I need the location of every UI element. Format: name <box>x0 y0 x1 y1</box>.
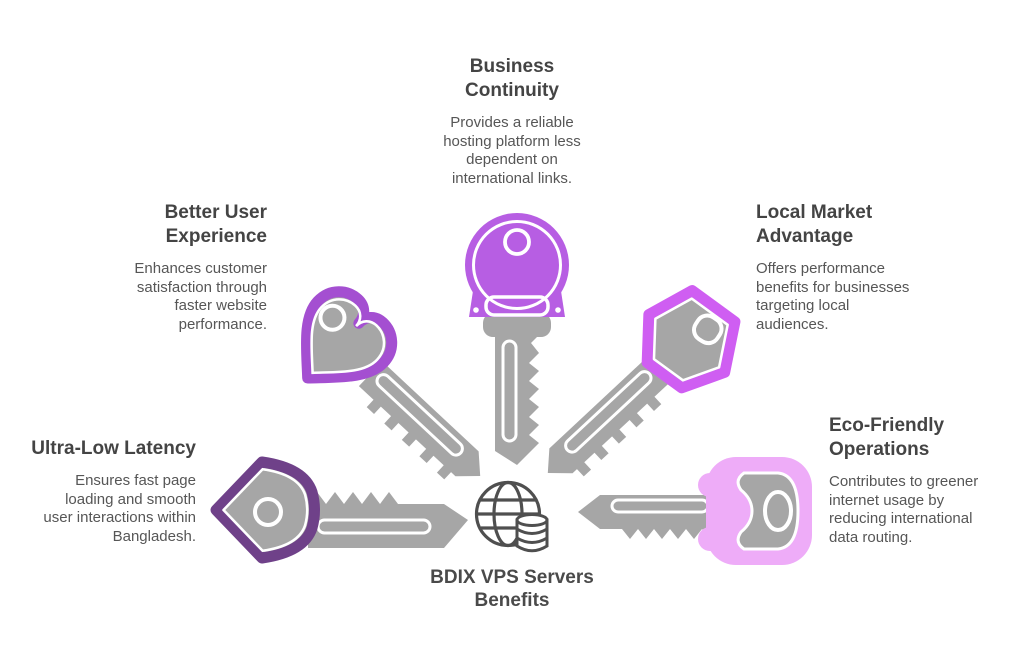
key-shaft-slot <box>564 370 653 454</box>
benefit-title: Business Continuity <box>465 56 559 101</box>
diamond-head-key-graphic <box>210 456 468 564</box>
key-icon-local-market-advantage <box>494 261 768 527</box>
globe-database-icon <box>472 477 556 564</box>
key-shaft-slot <box>501 339 518 443</box>
key-rivet <box>473 307 479 313</box>
benefit-eco-friendly-operations: Eco-Friendly Operations Contributes to g… <box>829 414 1024 547</box>
key-icon-eco-friendly-operations <box>546 455 816 569</box>
key-hole <box>253 497 283 527</box>
database-top <box>515 513 549 527</box>
key-head-inner-line <box>310 298 386 375</box>
key-head-ring <box>472 220 562 310</box>
benefit-description: Ensures fast page loading and smooth use… <box>43 472 196 545</box>
benefit-description: Provides a reliable hosting platform les… <box>443 114 581 187</box>
heart-head-key-graphic <box>300 286 481 480</box>
benefit-description: Offers performance benefits for business… <box>756 260 910 333</box>
key-head-inner-line <box>222 467 309 553</box>
key-icon-better-user-experience <box>260 264 534 530</box>
key-head-inner-line <box>652 297 729 382</box>
key-head <box>210 456 320 564</box>
benefit-title: Eco-Friendly Operations <box>829 415 945 460</box>
benefit-title: Ultra-Low Latency <box>31 438 196 459</box>
benefit-better-user-experience: Better User Experience Enhances customer… <box>77 201 267 334</box>
round-head-key-graphic <box>465 213 569 465</box>
key-shaft <box>578 495 716 539</box>
benefit-business-continuity: Business Continuity Provides a reliable … <box>412 55 612 188</box>
benefit-description: Contributes to greener internet usage by… <box>829 473 979 546</box>
key-hole <box>318 303 347 332</box>
benefit-title: Better User Experience <box>164 202 267 247</box>
database-rings <box>516 527 548 544</box>
benefit-description: Enhances customer satisfaction through f… <box>134 260 267 333</box>
key-hole <box>503 228 531 256</box>
benefit-local-market-advantage: Local Market Advantage Offers performanc… <box>756 201 956 334</box>
database-body <box>515 518 549 553</box>
benefit-ultra-low-latency: Ultra-Low Latency Ensures fast page load… <box>6 437 196 546</box>
key-shaft-slot <box>375 373 464 457</box>
key-rivet <box>555 307 561 313</box>
key-head <box>465 213 569 317</box>
rounded-square-head-key-graphic <box>578 457 812 565</box>
hexagon-head-key-graphic <box>547 285 741 477</box>
key-hole <box>692 313 724 346</box>
key-icon-business-continuity <box>459 213 575 469</box>
globe-database-graphic <box>474 480 549 553</box>
key-hole <box>763 490 793 532</box>
benefit-title: Local Market Advantage <box>756 202 873 247</box>
key-icon-ultra-low-latency <box>208 452 478 566</box>
key-notch <box>484 295 550 317</box>
key-collar <box>483 313 551 337</box>
center-label: BDIX VPS Servers Benefits <box>430 567 594 611</box>
